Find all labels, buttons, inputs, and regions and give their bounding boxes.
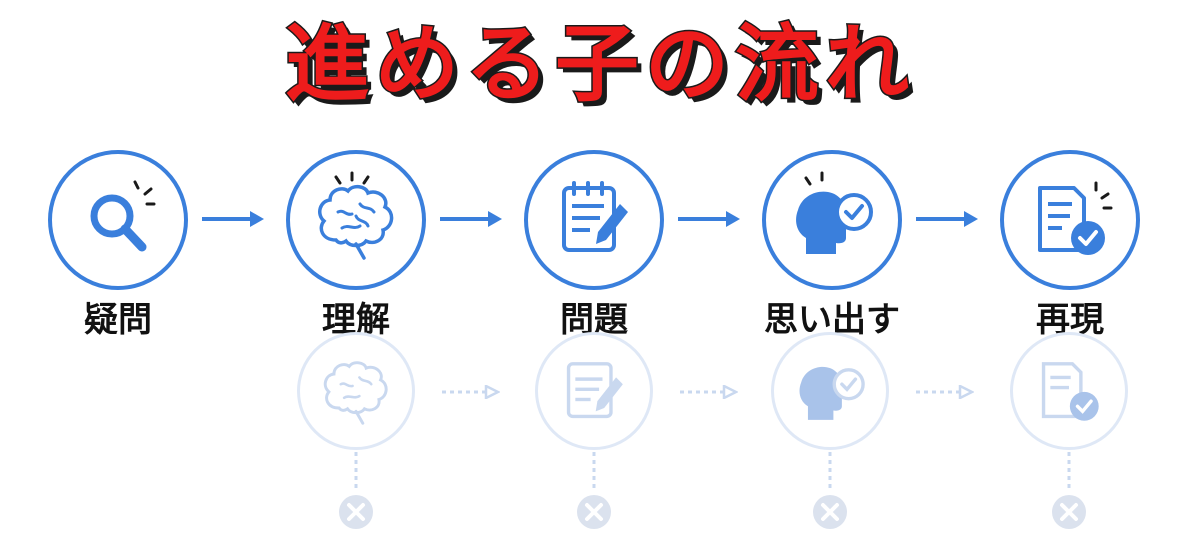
arrow-4-5 — [916, 211, 978, 227]
ghost-connector — [592, 452, 596, 492]
arrow-3-4 — [678, 211, 740, 227]
ghost-step-problem — [535, 332, 653, 450]
clipboard-pencil-icon — [566, 362, 623, 419]
x-circle-icon — [339, 495, 373, 529]
brain-icon — [318, 171, 394, 260]
ghost-arrow-3-4 — [680, 385, 738, 399]
ghost-connector — [828, 452, 832, 492]
step-question — [48, 150, 188, 290]
brain-icon — [323, 361, 388, 425]
document-check-icon — [1041, 362, 1099, 421]
arrow-1-2 — [202, 211, 264, 227]
step-problem — [524, 150, 664, 290]
x-circle-icon — [813, 495, 847, 529]
magnifier-icon — [90, 180, 156, 252]
step-label-question: 疑問 — [84, 300, 152, 340]
diagram-title: 進める子の流れ — [283, 14, 915, 115]
x-circle-icon — [1052, 495, 1086, 529]
head-check-icon — [796, 171, 873, 254]
document-check-icon — [1038, 181, 1113, 255]
ghost-step-understand — [297, 332, 415, 450]
step-reproduce — [1000, 150, 1140, 290]
ghost-arrow-4-5 — [916, 385, 974, 399]
ghost-connector — [354, 452, 358, 492]
arrow-2-3 — [440, 211, 502, 227]
ghost-connector — [1067, 452, 1071, 492]
step-understand — [286, 150, 426, 290]
x-circle-icon — [577, 495, 611, 529]
ghost-step-reproduce — [1010, 332, 1128, 450]
ghost-step-recall — [771, 332, 889, 450]
head-check-icon — [799, 366, 865, 420]
step-recall — [762, 150, 902, 290]
ghost-arrow-2-3 — [442, 385, 500, 399]
clipboard-pencil-icon — [562, 181, 628, 252]
